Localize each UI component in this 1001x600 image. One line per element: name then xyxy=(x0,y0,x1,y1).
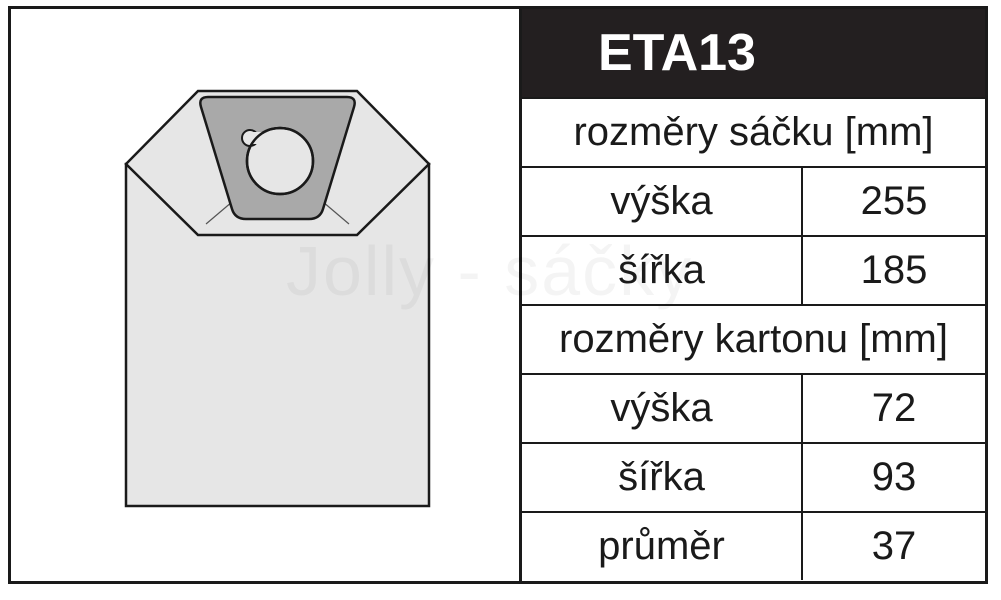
carton-width-label: šířka xyxy=(522,444,803,511)
carton-diameter-label: průměr xyxy=(522,513,803,580)
bag-width-label: šířka xyxy=(522,237,803,304)
title-bar: ETA13 xyxy=(522,9,985,97)
carton-width-value: 93 xyxy=(871,455,917,499)
product-code: ETA13 xyxy=(598,24,756,82)
carton-height-value: 72 xyxy=(871,386,917,430)
carton-height-row: výška 72 xyxy=(522,373,985,442)
specs-table: ETA13 rozměry sáčku [mm] výška 255 šířka… xyxy=(522,9,985,581)
carton-width-row: šířka 93 xyxy=(522,442,985,511)
carton-diameter-value: 37 xyxy=(871,524,917,568)
bag-width-value: 185 xyxy=(860,248,928,292)
bag-width-row: šířka 185 xyxy=(522,235,985,304)
vacuum-bag-illustration xyxy=(124,89,431,508)
product-card: Jolly - sáčky ETA13 rozměry sáčku [mm] v… xyxy=(8,6,988,584)
bag-dimensions-header: rozměry sáčku [mm] xyxy=(522,97,985,166)
bag-illustration-panel: Jolly - sáčky xyxy=(11,9,691,581)
bag-height-row: výška 255 xyxy=(522,166,985,235)
carton-dimensions-header: rozměry kartonu [mm] xyxy=(522,304,985,373)
carton-height-label: výška xyxy=(522,375,803,442)
watermark-text: Jolly - sáčky xyxy=(286,231,693,311)
bag-height-label: výška xyxy=(522,168,803,235)
carton-diameter-row: průměr 37 xyxy=(522,511,985,581)
bag-height-value: 255 xyxy=(860,179,928,223)
